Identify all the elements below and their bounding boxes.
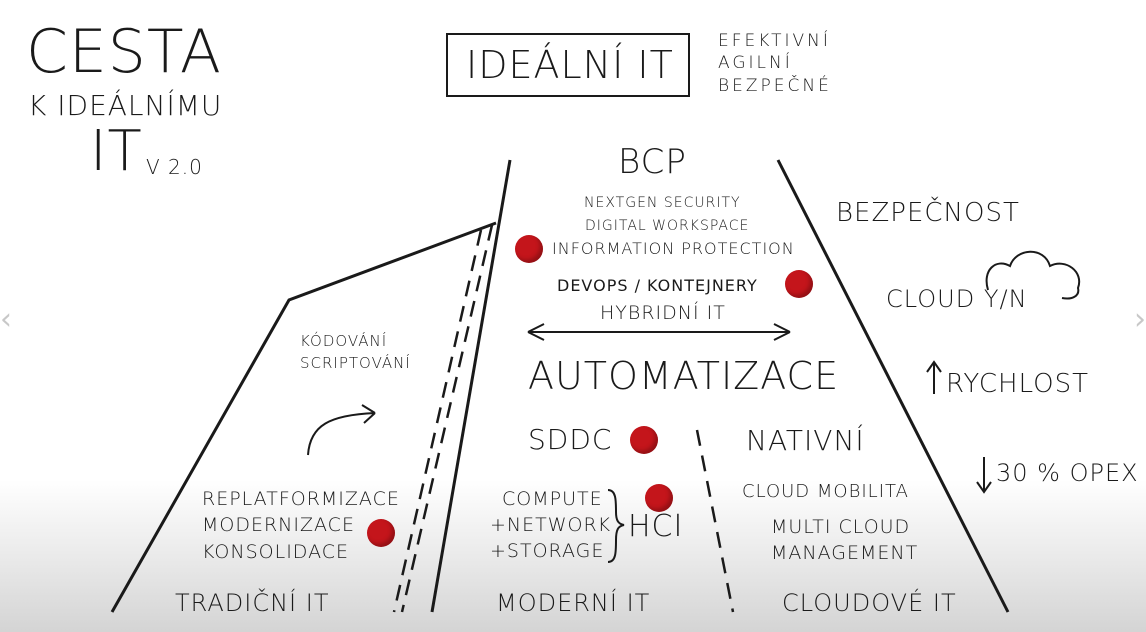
bcp-label: BCP	[618, 142, 687, 182]
status-dot-sddc	[630, 426, 658, 454]
multicloud-label: MULTI CLOUD	[771, 516, 911, 538]
hci-brace	[607, 489, 625, 563]
cloud-yn-label: CLOUD Y/N	[886, 285, 1028, 313]
curved-arrow	[307, 404, 376, 456]
next-slide-icon[interactable]: ›	[1134, 302, 1146, 337]
status-dot-modernization	[367, 519, 395, 547]
status-dot-devops	[785, 270, 813, 298]
separator-left-dashed-2	[392, 229, 483, 613]
speed-label: RYCHLOST	[946, 369, 1089, 399]
column-cloud: CLOUDOVÉ IT	[782, 589, 957, 617]
status-dot-information-protection	[515, 235, 543, 263]
hybrid-double-arrow	[527, 323, 791, 341]
storage-label: +STORAGE	[490, 540, 605, 562]
status-dot-hci	[645, 484, 673, 512]
separator-right-dashed	[695, 429, 735, 613]
network-label: +NETWORK	[490, 514, 612, 536]
multicloud-management-label: MANAGEMENT	[771, 542, 919, 564]
attribute-agilni: AGILNÍ	[718, 53, 793, 73]
attribute-efektivni: EFEKTIVNÍ	[718, 31, 831, 51]
security-item-protection: INFORMATION PROTECTION	[552, 239, 795, 258]
ideal-it-label: IDEÁLNÍ IT	[466, 43, 674, 87]
automation-label: AUTOMATIZACE	[528, 354, 840, 398]
title-version: V 2.0	[146, 155, 203, 179]
modernize-label: MODERNIZACE	[202, 514, 355, 536]
funnel-right-line	[776, 159, 1010, 613]
compute-label: COMPUTE	[502, 488, 603, 510]
title-line1: CESTA	[26, 17, 222, 87]
traditional-wing-line	[110, 221, 497, 613]
funnel-left-line	[430, 159, 512, 613]
consolidate-label: KONSOLIDACE	[202, 541, 350, 563]
security-label: BEZPEČNOST	[836, 198, 1020, 228]
coding-label: KÓDOVÁNÍ	[300, 332, 388, 350]
sddc-label: SDDC	[528, 423, 613, 456]
scripting-label: SCRIPTOVÁNÍ	[300, 354, 411, 372]
native-label: NATIVNÍ	[746, 424, 865, 457]
prev-slide-icon[interactable]: ‹	[0, 302, 12, 337]
security-item-workspace: DIGITAL WORKSPACE	[585, 218, 750, 234]
hybrid-label: HYBRIDNÍ IT	[600, 302, 726, 324]
column-traditional: TRADIČNÍ IT	[175, 589, 330, 617]
opex-label: 30 % OPEX	[996, 459, 1139, 487]
hci-label: HCI	[628, 509, 684, 544]
separator-left-dashed	[400, 224, 494, 613]
down-arrow	[976, 457, 992, 494]
security-item-nextgen: NEXTGEN SECURITY	[584, 195, 741, 211]
ideal-it-box	[446, 33, 690, 97]
cloud-mobility-label: CLOUD MOBILITA	[742, 481, 909, 502]
column-modern: MODERNÍ IT	[496, 589, 651, 617]
devops-label: DEVOPS / KONTEJNERY	[557, 276, 758, 295]
cloud-outline	[985, 250, 1081, 300]
replatform-label: REPLATFORMIZACE	[202, 488, 400, 510]
up-arrow	[926, 360, 942, 394]
title-line2: K IDEÁLNÍMU	[28, 89, 223, 122]
title-line3: IT	[90, 119, 143, 184]
attribute-bezpecne: BEZPEČNÉ	[718, 76, 832, 96]
